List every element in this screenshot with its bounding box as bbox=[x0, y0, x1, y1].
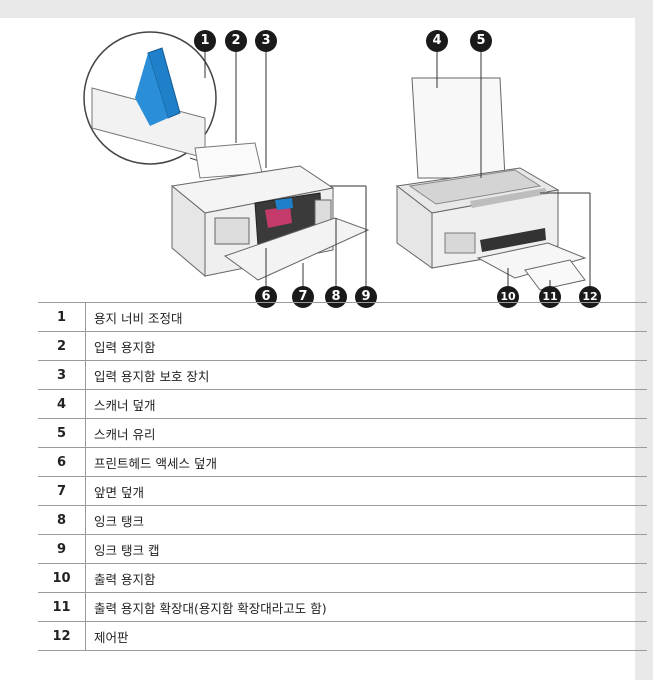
callout-5: 5 bbox=[470, 30, 492, 52]
part-number: 9 bbox=[38, 534, 86, 564]
part-label: 앞면 덮개 bbox=[86, 476, 647, 506]
part-label: 출력 용지함 bbox=[86, 563, 647, 593]
callout-4: 4 bbox=[426, 30, 448, 52]
part-number: 11 bbox=[38, 592, 86, 622]
part-label: 프린트헤드 액세스 덮개 bbox=[86, 447, 647, 477]
part-label: 스캐너 덮개 bbox=[86, 389, 647, 419]
part-number: 10 bbox=[38, 563, 86, 593]
part-label: 잉크 탱크 bbox=[86, 505, 647, 535]
part-number: 5 bbox=[38, 418, 86, 448]
part-number: 4 bbox=[38, 389, 86, 419]
part-label: 용지 너비 조정대 bbox=[86, 302, 647, 332]
printer-illustration bbox=[83, 31, 591, 291]
part-label: 제어판 bbox=[86, 621, 647, 651]
zoom-detail bbox=[83, 31, 217, 165]
part-number: 3 bbox=[38, 360, 86, 390]
part-number: 2 bbox=[38, 331, 86, 361]
printer-left bbox=[170, 142, 370, 281]
printer-right bbox=[395, 77, 587, 291]
callout-1: 1 bbox=[194, 30, 216, 52]
part-number: 6 bbox=[38, 447, 86, 477]
part-label: 출력 용지함 확장대(용지함 확장대라고도 함) bbox=[86, 592, 647, 622]
callout-2: 2 bbox=[225, 30, 247, 52]
part-number: 7 bbox=[38, 476, 86, 506]
part-number: 1 bbox=[38, 302, 86, 332]
part-number: 8 bbox=[38, 505, 86, 535]
printer-diagram: 1 2 3 4 5 6 7 8 9 10 11 12 bbox=[0, 18, 635, 318]
part-label: 입력 용지함 bbox=[86, 331, 647, 361]
part-label: 잉크 탱크 캡 bbox=[86, 534, 647, 564]
callout-3: 3 bbox=[255, 30, 277, 52]
part-label: 스캐너 유리 bbox=[86, 418, 647, 448]
part-label: 입력 용지함 보호 장치 bbox=[86, 360, 647, 390]
part-number: 12 bbox=[38, 621, 86, 651]
